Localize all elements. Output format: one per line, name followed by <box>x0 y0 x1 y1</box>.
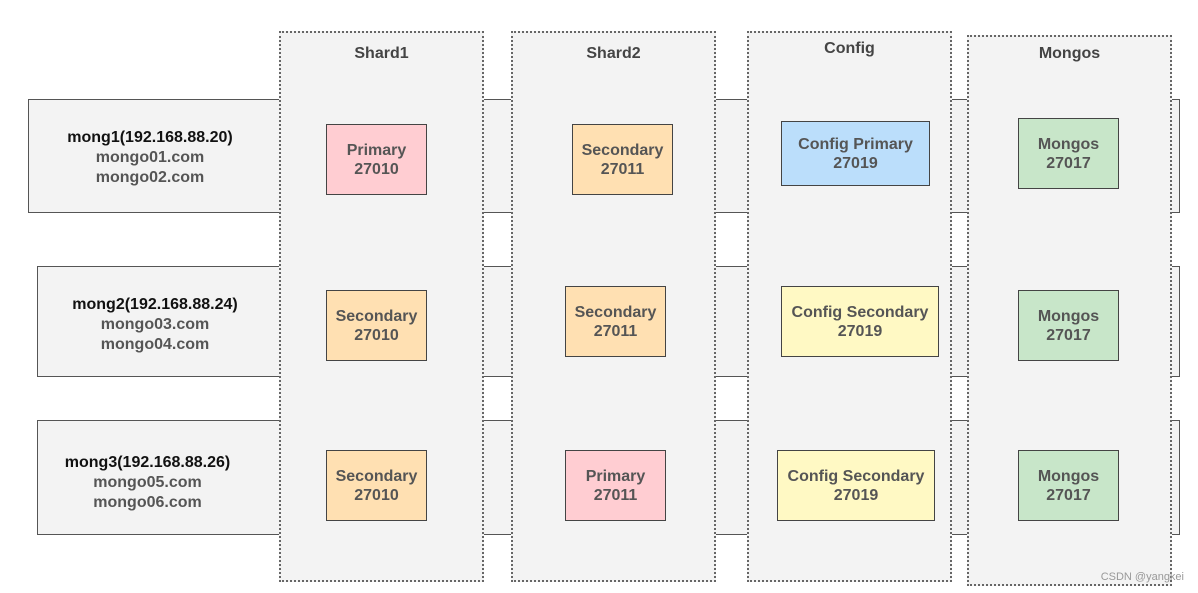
node-role: Config Primary <box>798 135 913 153</box>
node-role: Mongos <box>1037 467 1100 485</box>
host-ip: mong2(192.168.88.24) <box>72 296 238 313</box>
node-role: Secondary <box>335 467 418 485</box>
host-label-2: mong2(192.168.88.24) mongo03.com mongo04… <box>55 295 255 355</box>
node-role: Config Secondary <box>787 467 925 485</box>
column-title: Shard2 <box>586 45 641 62</box>
shard2-secondary-node: Secondary 27011 <box>572 124 673 195</box>
shard1-primary-node: Primary 27010 <box>326 124 427 195</box>
node-role: Secondary <box>581 141 664 159</box>
column-title: Shard1 <box>354 45 409 62</box>
node-port: 27017 <box>1046 326 1091 344</box>
shard1-secondary-node: Secondary 27010 <box>326 290 427 361</box>
node-port: 27011 <box>593 486 638 504</box>
node-port: 27011 <box>600 160 645 178</box>
host-ip: mong3(192.168.88.26) <box>64 454 231 471</box>
node-port: 27019 <box>833 154 878 172</box>
node-port: 27019 <box>833 486 879 504</box>
node-role: Secondary <box>574 303 657 321</box>
mongos-node: Mongos 27017 <box>1018 290 1119 361</box>
watermark: CSDN @yangkei <box>1100 571 1184 583</box>
node-port: 27010 <box>354 160 399 178</box>
host-ip: mong1(192.168.88.20) <box>67 129 233 146</box>
node-port: 27017 <box>1046 486 1091 504</box>
config-primary-node: Config Primary 27019 <box>781 121 930 186</box>
node-port: 27010 <box>354 326 399 344</box>
node-role: Mongos <box>1037 307 1100 325</box>
host-domain: mongo04.com <box>100 336 210 353</box>
shard2-secondary-node: Secondary 27011 <box>565 286 666 357</box>
host-domain: mongo03.com <box>100 316 210 333</box>
node-port: 27017 <box>1046 154 1091 172</box>
host-domain: mongo05.com <box>93 474 202 491</box>
column-title: Mongos <box>1038 45 1101 62</box>
host-domain: mongo01.com <box>95 149 205 166</box>
mongos-node: Mongos 27017 <box>1018 450 1119 521</box>
node-role: Secondary <box>335 307 418 325</box>
node-role: Mongos <box>1037 135 1100 153</box>
node-port: 27010 <box>354 486 399 504</box>
node-role: Primary <box>585 467 646 485</box>
node-role: Config Secondary <box>791 303 929 321</box>
host-domain: mongo06.com <box>93 494 202 511</box>
shard1-secondary-node: Secondary 27010 <box>326 450 427 521</box>
shard2-primary-node: Primary 27011 <box>565 450 666 521</box>
node-port: 27011 <box>593 322 638 340</box>
config-secondary-node: Config Secondary 27019 <box>777 450 935 521</box>
node-port: 27019 <box>837 322 883 340</box>
node-role: Primary <box>346 141 407 159</box>
column-title: Config <box>824 40 875 57</box>
host-domain: mongo02.com <box>95 169 205 186</box>
host-label-3: mong3(192.168.88.26) mongo05.com mongo06… <box>50 453 245 513</box>
config-secondary-node: Config Secondary 27019 <box>781 286 939 357</box>
host-label-1: mong1(192.168.88.20) mongo01.com mongo02… <box>55 128 245 188</box>
mongos-node: Mongos 27017 <box>1018 118 1119 189</box>
